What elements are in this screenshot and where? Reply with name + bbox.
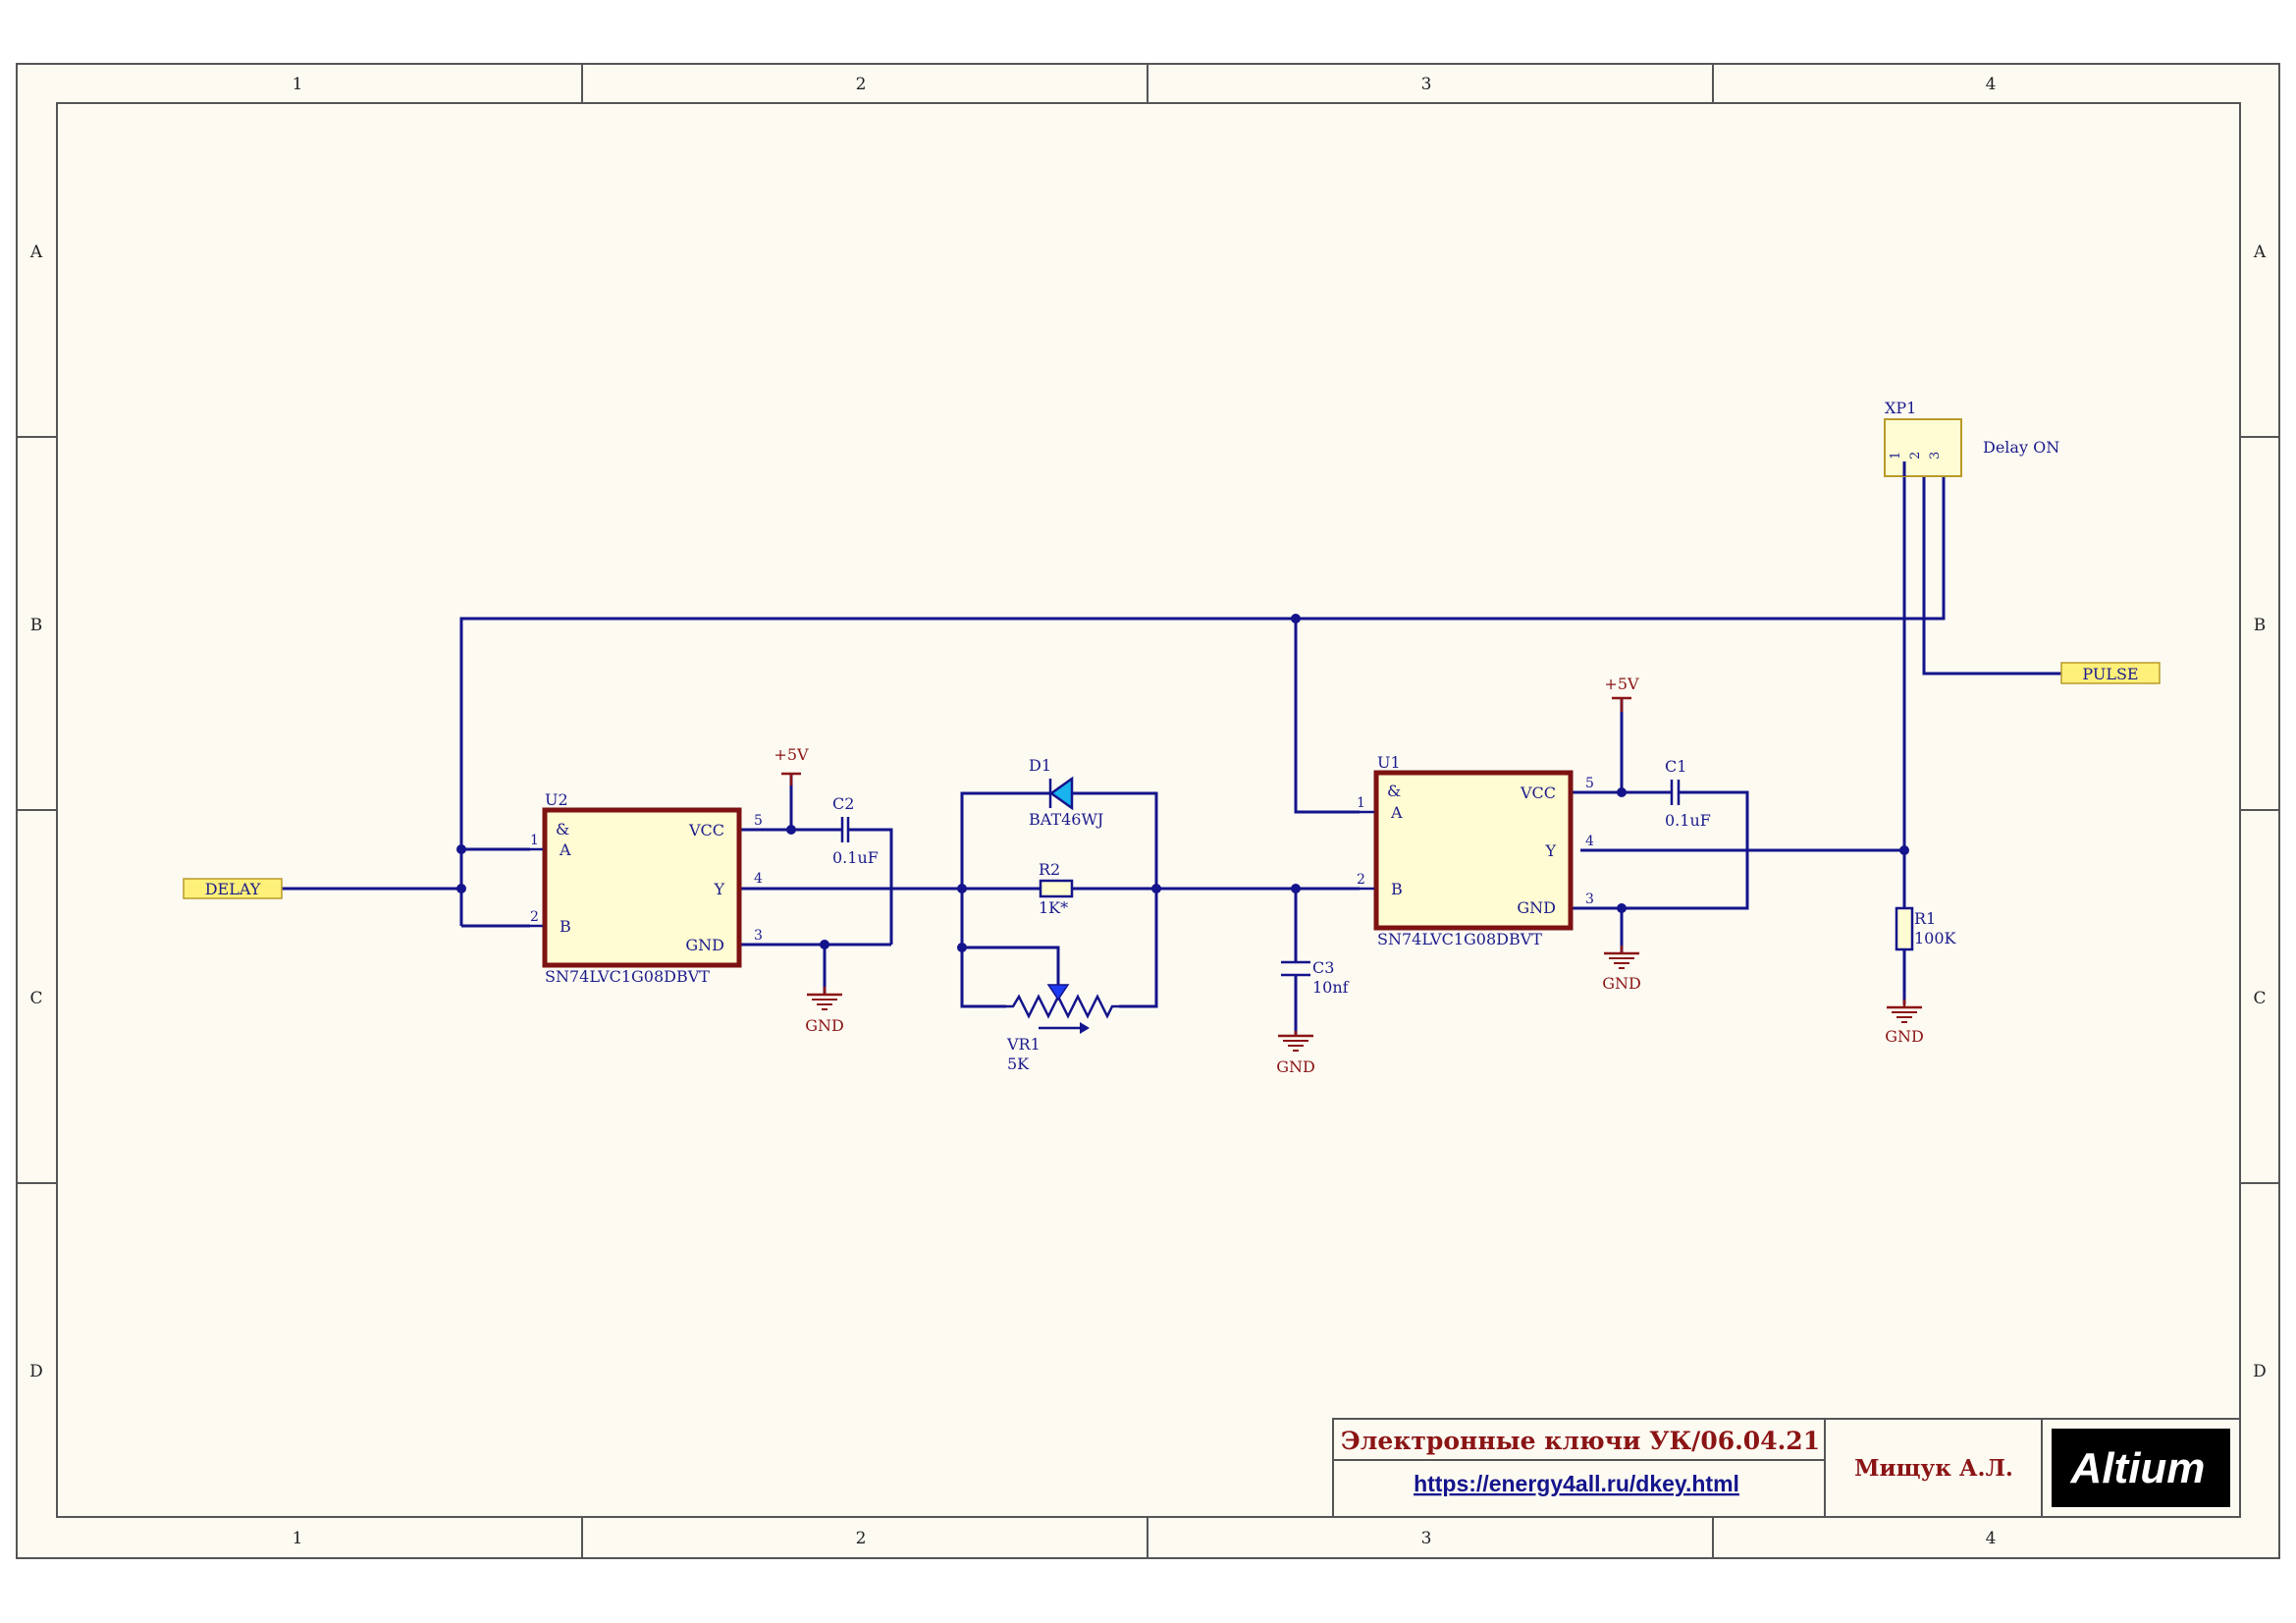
u2-part: SN74LVC1G08DBVT: [545, 967, 710, 986]
column-label-top-2: 2: [856, 75, 867, 94]
u2-pin-y: Y: [713, 880, 724, 898]
svg-text:+5V: +5V: [774, 745, 809, 764]
svg-text:2: 2: [1908, 452, 1923, 460]
u2-pin-4-num: 4: [754, 871, 763, 887]
gnd-u1: GND: [1602, 946, 1641, 993]
u2-pin-3-num: 3: [754, 928, 763, 944]
ic-u1: U1 & A B VCC Y GND 1 2 5 4 3 SN74LVC1G08…: [1357, 753, 1594, 948]
u1-pin-a: A: [1390, 803, 1403, 822]
row-label-right-a: A: [2253, 243, 2267, 262]
u2-pin-gnd: GND: [685, 936, 724, 954]
svg-text:1: 1: [1889, 452, 1903, 460]
potentiometer-vr1: VR1 5K: [1006, 984, 1119, 1073]
u1-pin-vcc: VCC: [1520, 784, 1556, 802]
svg-text:Altium: Altium: [2070, 1444, 2206, 1492]
svg-text:3: 3: [1928, 452, 1943, 460]
title-text: Электронные ключи УК/06.04.21: [1341, 1427, 1820, 1455]
resistor-r1: R1 100K: [1895, 906, 1957, 951]
u1-part: SN74LVC1G08DBVT: [1377, 930, 1542, 948]
author-name: Мищук А.Л.: [1854, 1455, 2013, 1482]
sheet-frame: [16, 63, 2280, 1559]
svg-text:+5V: +5V: [1604, 675, 1639, 693]
svg-text:Delay ON: Delay ON: [1983, 438, 2059, 457]
row-label-left-d: D: [29, 1362, 43, 1381]
svg-text:PULSE: PULSE: [2082, 665, 2138, 683]
ic-u2: U2 & A B VCC Y GND 1 2 5 4 3 SN74LVC1G08…: [530, 790, 763, 986]
u1-symbol: &: [1387, 782, 1401, 800]
u1-pin-1-num: 1: [1357, 795, 1365, 811]
svg-text:R2: R2: [1039, 860, 1060, 879]
svg-text:C1: C1: [1665, 757, 1686, 776]
altium-logo: Altium: [2052, 1429, 2230, 1507]
svg-text:100K: 100K: [1914, 929, 1957, 947]
row-label-right-d: D: [2253, 1362, 2267, 1381]
svg-text:0.1uF: 0.1uF: [1665, 811, 1711, 830]
u2-pin-1-num: 1: [530, 833, 539, 848]
svg-text:GND: GND: [1885, 1027, 1924, 1046]
port-delay: DELAY: [183, 878, 283, 899]
svg-text:C2: C2: [832, 794, 854, 813]
u2-pin-vcc: VCC: [688, 821, 724, 839]
svg-text:D1: D1: [1029, 756, 1051, 775]
title-url-link[interactable]: https://energy4all.ru/dkey.html: [1414, 1471, 1739, 1496]
svg-text:10nf: 10nf: [1312, 978, 1350, 997]
svg-text:XP1: XP1: [1885, 399, 1916, 417]
power-5v-u2: +5V: [774, 745, 809, 785]
gnd-r1: GND: [1885, 1000, 1924, 1046]
u1-pin-y: Y: [1544, 841, 1556, 860]
capacitor-c2: C2 0.1uF: [832, 794, 879, 867]
column-label-bottom-2: 2: [856, 1529, 867, 1548]
title-block: Электронные ключи УК/06.04.21 https://en…: [1332, 1418, 2241, 1518]
row-label-left-c: C: [29, 989, 42, 1008]
column-label-top-3: 3: [1421, 75, 1432, 94]
column-label-bottom-4: 4: [1986, 1529, 1997, 1548]
u2-pin-2-num: 2: [530, 909, 539, 925]
svg-text:BAT46WJ: BAT46WJ: [1029, 810, 1103, 829]
capacitor-c3: C3 10nf: [1281, 958, 1350, 997]
gnd-c3: GND: [1276, 1031, 1315, 1076]
svg-text:DELAY: DELAY: [205, 880, 261, 898]
svg-text:GND: GND: [805, 1016, 844, 1035]
u1-pin-gnd: GND: [1517, 898, 1556, 917]
port-pulse: PULSE: [2060, 662, 2161, 684]
u1-pin-b: B: [1391, 880, 1403, 898]
u2-pin-b: B: [560, 917, 571, 936]
gnd-u2: GND: [805, 987, 844, 1035]
connector-xp1: XP1 Delay ON 1 2 3: [1884, 399, 2059, 477]
svg-text:C3: C3: [1312, 958, 1334, 977]
junctions: [456, 614, 1909, 952]
u1-ref: U1: [1377, 753, 1401, 772]
svg-text:R1: R1: [1914, 909, 1936, 928]
resistor-r2: R2 1K*: [1039, 860, 1074, 917]
column-label-top-4: 4: [1986, 75, 1997, 94]
u2-symbol: &: [556, 820, 569, 839]
column-label-top-1: 1: [293, 75, 303, 94]
diode-d1: D1 BAT46WJ: [1029, 756, 1103, 829]
u2-pin-5-num: 5: [754, 813, 763, 829]
column-label-bottom-3: 3: [1421, 1529, 1432, 1548]
u1-pin-5-num: 5: [1585, 776, 1594, 791]
row-label-left-b: B: [30, 616, 43, 635]
svg-text:VR1: VR1: [1006, 1035, 1041, 1054]
power-5v-u1: +5V: [1604, 675, 1639, 712]
row-label-right-c: C: [2253, 989, 2266, 1008]
svg-text:GND: GND: [1276, 1057, 1315, 1076]
svg-text:0.1uF: 0.1uF: [832, 848, 879, 867]
column-label-bottom-1: 1: [293, 1529, 303, 1548]
row-label-left-a: A: [29, 243, 43, 262]
u2-pin-a: A: [559, 840, 571, 859]
u1-pin-2-num: 2: [1357, 872, 1365, 888]
u1-pin-4-num: 4: [1585, 834, 1594, 849]
u2-ref: U2: [545, 790, 568, 809]
u1-pin-3-num: 3: [1585, 892, 1594, 907]
svg-text:GND: GND: [1602, 974, 1641, 993]
row-label-right-b: B: [2254, 616, 2267, 635]
svg-text:1K*: 1K*: [1039, 898, 1068, 917]
svg-text:5K: 5K: [1007, 1055, 1030, 1073]
capacitor-c1: C1 0.1uF: [1665, 757, 1711, 830]
